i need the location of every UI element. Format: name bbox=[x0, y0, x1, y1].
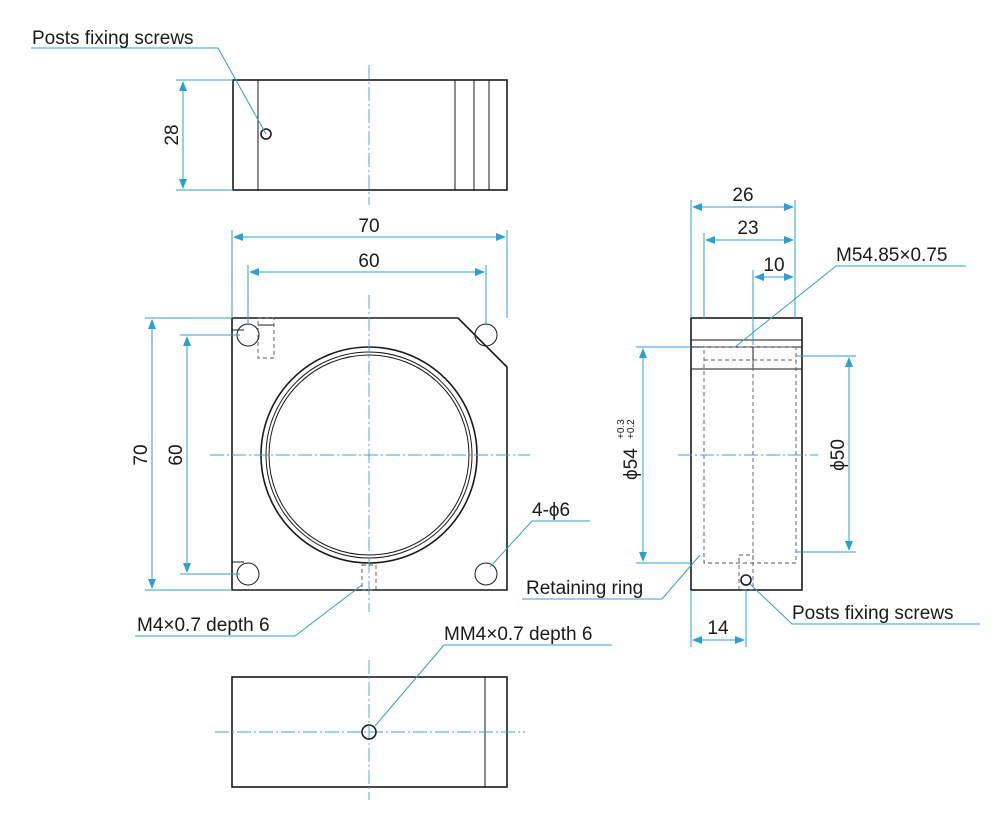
side-screw-icon bbox=[740, 574, 752, 586]
callout-4-holes: 4-ϕ6 bbox=[532, 500, 570, 521]
dim-14: 14 bbox=[707, 618, 729, 639]
callout-m54-thread: M54.85×0.75 bbox=[836, 245, 947, 266]
dim-26: 26 bbox=[732, 185, 753, 206]
dim-phi54-tol-upper: +0.3 bbox=[616, 419, 627, 439]
dim-phi50: ϕ50 bbox=[828, 439, 849, 471]
top-view-body bbox=[232, 79, 508, 191]
dim-70-horizontal: 70 bbox=[358, 216, 379, 237]
dim-10: 10 bbox=[763, 255, 784, 276]
side-view-body bbox=[690, 317, 803, 591]
bottom-hole-icon bbox=[361, 724, 377, 740]
side-view: 26 23 10 M54.85×0.75 ϕ54 +0.3 +0.2 ϕ50 1… bbox=[522, 185, 980, 647]
dim-60-horizontal: 60 bbox=[358, 251, 379, 272]
top-screw-icon bbox=[260, 128, 272, 140]
callout-posts-fixing-screws-top: Posts fixing screws bbox=[32, 28, 194, 49]
dim-phi54: ϕ54 bbox=[621, 448, 642, 480]
front-view-body bbox=[231, 317, 508, 591]
top-view: 28 Posts fixing screws bbox=[31, 28, 508, 205]
callout-mm4-depth: MM4×0.7 depth 6 bbox=[444, 624, 592, 645]
dim-phi54-tol-lower: +0.2 bbox=[626, 419, 637, 439]
front-view: 70 60 70 60 4-ϕ6 M4×0.7 depth 6 bbox=[131, 216, 590, 637]
dim-70-vertical: 70 bbox=[131, 444, 152, 465]
callout-m4-depth: M4×0.7 depth 6 bbox=[137, 615, 270, 636]
bottom-view: MM4×0.7 depth 6 bbox=[215, 624, 612, 800]
dim-23: 23 bbox=[737, 218, 758, 239]
dim-28: 28 bbox=[162, 124, 183, 145]
callout-posts-fixing-screws-side: Posts fixing screws bbox=[792, 603, 954, 624]
callout-retaining-ring: Retaining ring bbox=[526, 578, 643, 599]
dim-60-vertical: 60 bbox=[166, 444, 187, 465]
